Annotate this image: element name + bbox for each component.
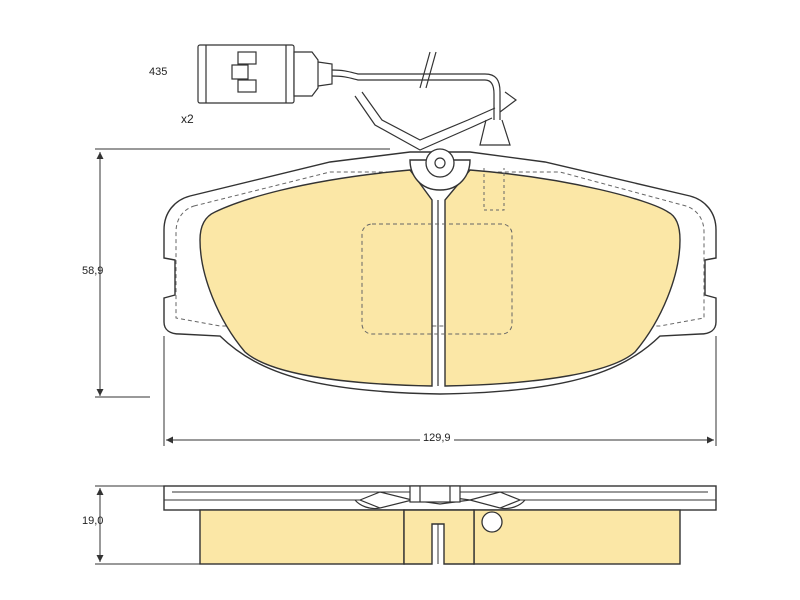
side-sensor-hole — [481, 511, 503, 533]
wear-sensor — [197, 44, 518, 151]
backing-plate-inner-edge — [175, 171, 705, 327]
sensor-code-label: 435 — [149, 66, 168, 78]
side-clip — [354, 485, 526, 510]
height-label: 58,9 — [82, 265, 104, 277]
height-dimension — [95, 148, 390, 398]
sensor-pocket — [483, 168, 505, 211]
thickness-dimension — [95, 485, 200, 565]
friction-side-center — [403, 509, 475, 565]
piston-contact-area — [361, 223, 513, 335]
quantity-label: x2 — [181, 112, 194, 126]
width-label: 129,9 — [420, 433, 454, 444]
friction-side-left — [199, 509, 405, 565]
friction-side-right — [473, 509, 681, 565]
thickness-label: 19,0 — [82, 515, 104, 527]
friction-pad-right — [444, 169, 681, 387]
pin-boss — [409, 148, 471, 191]
